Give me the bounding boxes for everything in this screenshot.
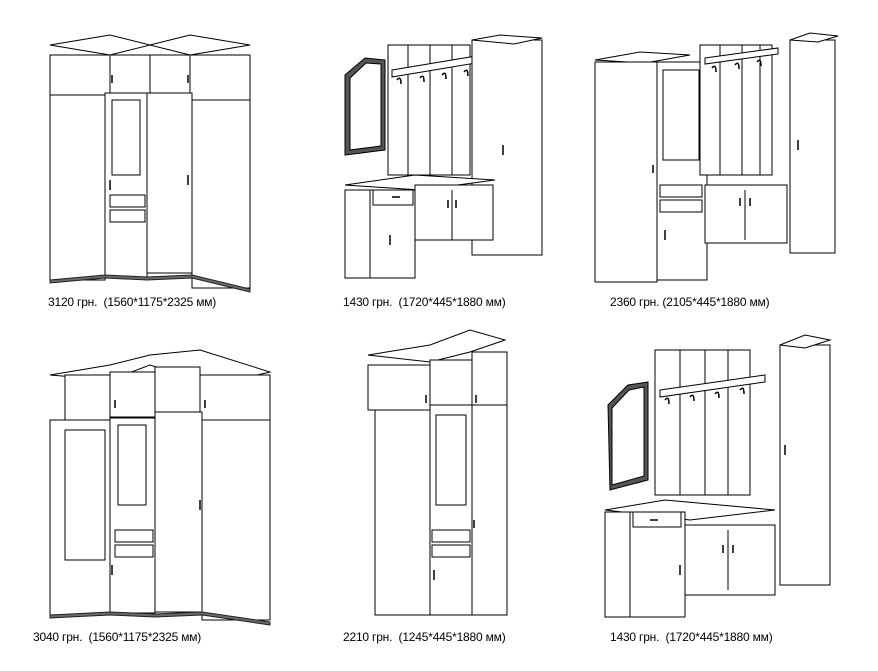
product-drawing-4 xyxy=(49,349,272,626)
product-drawing-1 xyxy=(49,34,251,293)
product-dimensions: (1720*445*1880 мм) xyxy=(398,295,506,309)
product-dimensions: (1560*1175*2325 мм) xyxy=(103,295,217,309)
product-drawing-6 xyxy=(604,334,832,618)
product-price: 2360 грн. xyxy=(610,295,660,309)
product-caption: 1430 грн. (1720*445*1880 мм) xyxy=(610,630,773,644)
product-caption: 2210 грн. (1245*445*1880 мм) xyxy=(343,630,506,644)
product-drawing-5 xyxy=(367,329,508,616)
product-price: 1430 грн. xyxy=(610,630,660,644)
product-drawing-3 xyxy=(594,32,839,283)
product-price: 3040 грн. xyxy=(33,630,83,644)
product-price: 2210 грн. xyxy=(343,630,393,644)
product-caption: 2360 грн. (2105*445*1880 мм) xyxy=(610,295,770,309)
product-dimensions: (1560*1175*2325 мм) xyxy=(88,630,202,644)
product-price: 3120 грн. xyxy=(48,295,98,309)
product-caption: 1430 грн. (1720*445*1880 мм) xyxy=(343,295,506,309)
product-dimensions: (2105*445*1880 мм) xyxy=(662,295,770,309)
product-dimensions: (1720*445*1880 мм) xyxy=(665,630,773,644)
product-price: 1430 грн. xyxy=(343,295,393,309)
product-drawing-2 xyxy=(344,34,543,279)
product-caption: 3120 грн. (1560*1175*2325 мм) xyxy=(48,295,216,309)
product-dimensions: (1245*445*1880 мм) xyxy=(398,630,506,644)
product-caption: 3040 грн. (1560*1175*2325 мм) xyxy=(33,630,201,644)
